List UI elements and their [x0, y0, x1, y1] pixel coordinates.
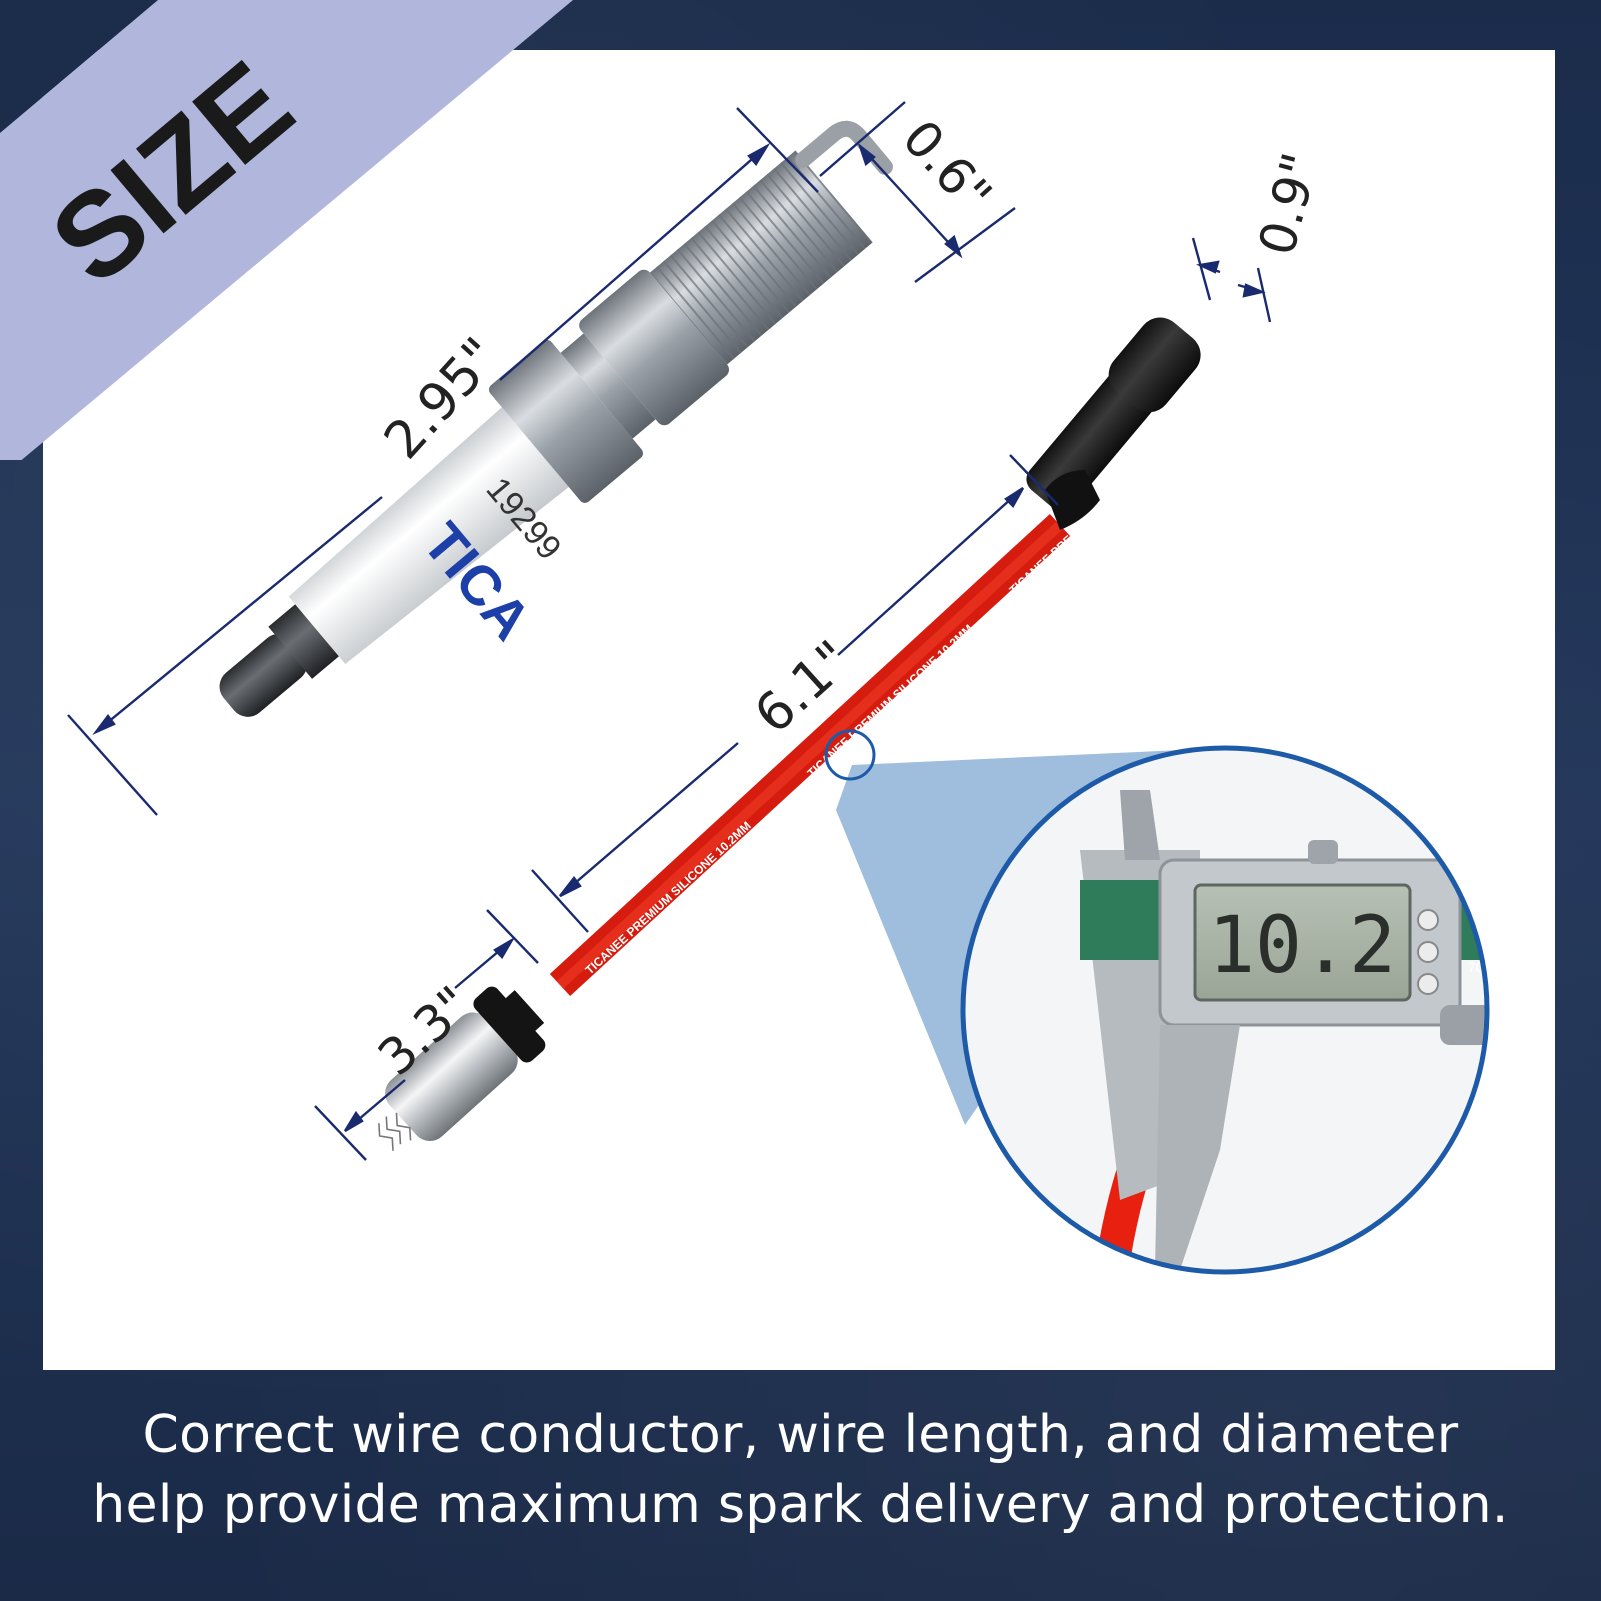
caliper-button [1417, 909, 1439, 931]
plug-hex [488, 339, 644, 503]
wire-boot-90 [1026, 371, 1155, 512]
plug-dimensions [67, 101, 1016, 816]
caliper-display [1193, 883, 1412, 1002]
plug-terminal [219, 633, 308, 717]
zoom-circle [960, 745, 1490, 1275]
scale-mark: 70 [1468, 959, 1484, 975]
caliper-button [1417, 941, 1439, 963]
plug-insulator [288, 407, 569, 665]
plug-electrode [795, 120, 893, 175]
caliper-reading: 10.2 [1208, 901, 1396, 991]
size-ribbon [0, 0, 573, 460]
caption: Correct wire conductor, wire length, and… [0, 1400, 1601, 1540]
caliper-zoom: 70 10.2 [963, 748, 1487, 1272]
boot-diameter-label: 0.9" [1248, 147, 1331, 261]
spring [378, 1112, 412, 1151]
wire-chrome-terminal [385, 1012, 518, 1142]
caliper-button [1417, 973, 1439, 995]
wire-dimensions [314, 237, 1272, 1161]
product-illustration: TICA 19299 2.95" 0.6" TICANEE PREMIUM SI… [67, 101, 1490, 1275]
caption-line-2: help provide maximum spark delivery and … [92, 1475, 1509, 1535]
plug-tip-label: 0.6" [891, 109, 1003, 224]
caption-line-1: Correct wire conductor, wire length, and… [142, 1405, 1459, 1465]
zoom-origin-circle [824, 729, 876, 781]
size-banner: SIZE [0, 0, 573, 460]
product-panel: TICA 19299 2.95" 0.6" TICANEE PREMIUM SI… [43, 50, 1555, 1370]
caliper-thumbwheel [1308, 840, 1338, 864]
wire-print: TICANEE PREMIUM SILICONE 10.2MM [583, 819, 754, 978]
